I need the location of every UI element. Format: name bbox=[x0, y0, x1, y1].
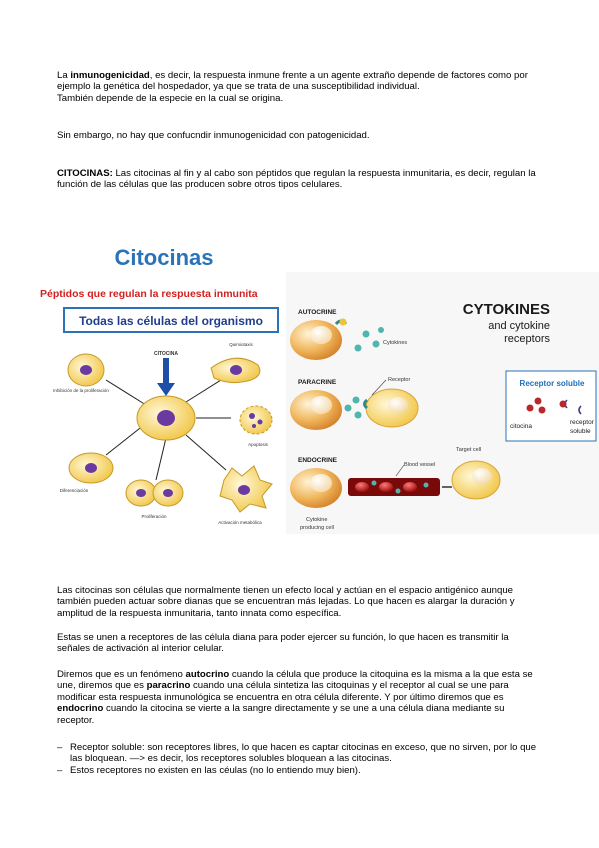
text-span: También depende de la especie en la cual… bbox=[57, 92, 284, 104]
radial-arrows bbox=[105, 379, 231, 481]
soluble-label-citocina: citocina bbox=[510, 423, 532, 430]
left-panel: Citocinas Péptidos que regulan la respue… bbox=[40, 245, 279, 525]
bold-term: inmunogenicidad bbox=[70, 70, 150, 81]
text-span: cuando una célula sintetiza las citoquin… bbox=[57, 680, 509, 703]
text-span: , es decir, la respuesta inmune frente a… bbox=[57, 70, 528, 93]
list-item: Receptor soluble: son receptores libres,… bbox=[57, 742, 537, 765]
text-span: Las citocinas al fin y al cabo son pépti… bbox=[57, 168, 536, 191]
bold-term-autocrino: autocrino bbox=[185, 669, 230, 680]
text-span: cuando la citocina se vierte a la sangre… bbox=[57, 703, 505, 726]
left-subtitle: Péptidos que regulan la respuesta inmuni… bbox=[40, 288, 258, 300]
label-blood-vessel: Blood vessel bbox=[404, 462, 435, 468]
bold-term: CITOCINAS: bbox=[57, 168, 113, 179]
cell-apoptosis bbox=[239, 405, 273, 435]
label-cytokines: Cytokines bbox=[383, 340, 407, 346]
text-span: Diremos que es un fenómeno bbox=[57, 669, 186, 680]
left-box bbox=[63, 307, 279, 333]
text-span: cuando la célula que produce la citoquin… bbox=[57, 669, 533, 692]
bold-term-paracrino: paracrino bbox=[146, 680, 191, 692]
label-producing-cell-2: producing cell bbox=[300, 525, 334, 531]
label-paracrine: PARACRINE bbox=[298, 379, 337, 386]
soluble-label-receptor-1: receptor bbox=[570, 419, 595, 426]
intro-paragraph-pathogenicity: Sin embargo, no hay que confucndir inmun… bbox=[57, 130, 370, 141]
label-endocrine: ENDOCRINE bbox=[298, 457, 338, 464]
label-apoptosis: Apoptosis bbox=[248, 442, 269, 447]
left-box-label: Todas las células del organismo bbox=[79, 314, 263, 328]
list-item: Estos receptores no existen en las céula… bbox=[57, 765, 537, 777]
left-title: Citocinas bbox=[114, 245, 213, 270]
right-title-3: receptors bbox=[504, 333, 550, 345]
label-autocrine: AUTOCRINE bbox=[298, 309, 337, 316]
soluble-receptor-list: Receptor soluble: son receptores libres,… bbox=[57, 742, 537, 777]
body-paragraph-local-effect: Las citocinas son células que normalment… bbox=[57, 585, 515, 619]
soluble-title: Receptor soluble bbox=[520, 379, 585, 388]
soluble-label-receptor-2: soluble bbox=[570, 428, 591, 435]
down-arrow-head bbox=[157, 383, 175, 396]
label-inhibition: Inhibición de la proliferación bbox=[53, 388, 109, 393]
intro-paragraph-immunogenicity: La inmunogenicidad, es decir, la respues… bbox=[57, 70, 542, 104]
body-paragraph-modes: Diremos que es un fenómeno autocrino cua… bbox=[57, 669, 542, 726]
body-paragraph-receptors: Estas se unen a receptores de las célula… bbox=[57, 632, 509, 655]
cytokines-definition: CITOCINAS: Las citocinas al fin y al cab… bbox=[57, 168, 542, 191]
cytokines-figure: Citocinas Péptidos que regulan la respue… bbox=[40, 245, 599, 534]
blood-vessel bbox=[348, 478, 440, 496]
label-metabolic-activation: Activación metabólica bbox=[218, 520, 262, 525]
right-title-1: CYTOKINES bbox=[463, 301, 550, 318]
label-target-cell: Target cell bbox=[456, 447, 481, 453]
label-producing-cell-1: Cytokine bbox=[306, 517, 327, 523]
label-chemotaxis: Quimiotaxis bbox=[229, 342, 253, 347]
center-label: CITOCINA bbox=[154, 351, 178, 357]
right-panel: CYTOKINES and cytokine receptors AUTOCRI… bbox=[286, 272, 599, 534]
bold-term-endocrino: endocrino bbox=[57, 703, 104, 715]
right-title-2: and cytokine bbox=[488, 320, 550, 332]
label-proliferation: Proliferación bbox=[141, 514, 167, 519]
label-receptor: Receptor bbox=[388, 377, 410, 383]
label-differentiation: Diferenciación bbox=[60, 488, 89, 493]
center-nucleus bbox=[157, 410, 175, 426]
text-span: La bbox=[57, 70, 71, 81]
